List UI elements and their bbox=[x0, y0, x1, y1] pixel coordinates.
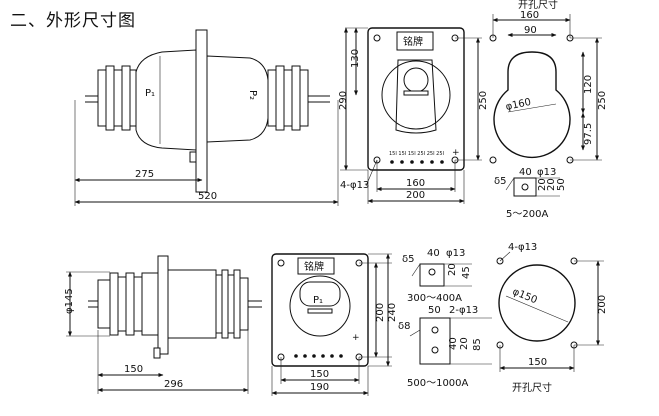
upper-terminal-dim-40: 40 bbox=[519, 167, 532, 178]
lower-term2-dim-20: 20 bbox=[459, 337, 470, 350]
upper-terminal: δ5 40 φ13 20 20 50 5～200A bbox=[494, 167, 567, 220]
upper-cutout-label: 开孔尺寸 bbox=[518, 0, 558, 11]
upper-side-dim-275: 275 bbox=[135, 169, 154, 180]
upper-front-dim-130: 130 bbox=[350, 49, 361, 68]
upper-side-dim-520: 520 bbox=[198, 191, 217, 202]
lower-cutout-dia: φ150 bbox=[511, 286, 539, 306]
upper-cutout-dia: φ160 bbox=[505, 97, 532, 113]
upper-terminal-dim-20b: 20 bbox=[546, 178, 557, 191]
upper-cutout: 开孔尺寸 φ160 160 90 120 250 97.5 bbox=[489, 0, 608, 164]
lower-side-view: φ145 150 296 bbox=[64, 255, 262, 394]
lower-terminal-2: δ8 50 2-φ13 40 20 85 500～1000A bbox=[398, 305, 492, 389]
upper-front-dim-250: 250 bbox=[478, 91, 489, 110]
lower-side-dim-150: 150 bbox=[124, 364, 143, 375]
upper-front-dim-160: 160 bbox=[406, 178, 425, 189]
lower-front-p1: P₁ bbox=[313, 295, 323, 306]
lower-term2-dim-40: 40 bbox=[448, 337, 459, 350]
lower-cutout: 4-φ13 φ150 200 150 开孔尺寸 bbox=[496, 242, 608, 394]
lower-term2-dim-85: 85 bbox=[472, 338, 483, 351]
lower-term1-dim-20: 20 bbox=[447, 263, 458, 276]
lower-term2-d: δ8 bbox=[398, 321, 410, 332]
upper-side-p1: P₁ bbox=[145, 88, 155, 99]
upper-side-view: P₁ P₂ 275 520 bbox=[74, 29, 339, 206]
upper-terminal-d: δ5 bbox=[494, 176, 506, 187]
lower-cutout-hole: 4-φ13 bbox=[508, 242, 537, 253]
lower-side-dia: φ145 bbox=[64, 288, 75, 314]
lower-term2-range: 500～1000A bbox=[407, 378, 469, 389]
page-title: 二、外形尺寸图 bbox=[10, 11, 136, 31]
lower-term1-dim-40: 40 bbox=[427, 248, 440, 259]
upper-terminal-hole: φ13 bbox=[537, 167, 556, 178]
lower-term2-hole: 2-φ13 bbox=[449, 305, 478, 316]
upper-cutout-dim-90: 90 bbox=[524, 25, 537, 36]
upper-front-hole: 4-φ13 bbox=[340, 180, 369, 191]
upper-terminal-range: 5～200A bbox=[506, 209, 548, 220]
lower-tap-studs bbox=[294, 354, 343, 358]
lower-term1-hole: φ13 bbox=[446, 248, 465, 259]
lower-front-dim-150: 150 bbox=[310, 369, 329, 380]
lower-term2-dim-50: 50 bbox=[428, 305, 441, 316]
lower-front-nameplate: 铭牌 bbox=[304, 260, 324, 273]
upper-terminal-dim-50: 50 bbox=[556, 178, 567, 191]
lower-terminal-1: δ5 40 φ13 20 45 300～400A bbox=[402, 248, 472, 304]
lower-term1-range: 300～400A bbox=[407, 293, 462, 304]
lower-cutout-dim-200: 200 bbox=[597, 295, 608, 314]
lower-front-dim-190: 190 bbox=[310, 382, 329, 393]
lower-term1-dim-45: 45 bbox=[461, 266, 472, 279]
upper-tap-studs bbox=[390, 160, 444, 164]
upper-cutout-dim-160: 160 bbox=[520, 10, 539, 21]
upper-terminal-dim-20a: 20 bbox=[537, 178, 548, 191]
lower-front-dim-240: 240 bbox=[387, 303, 398, 322]
upper-front-nameplate: 铭牌 bbox=[403, 35, 423, 48]
upper-side-p2: P₂ bbox=[247, 90, 258, 100]
lower-term1-d: δ5 bbox=[402, 254, 414, 265]
upper-front-dim-200: 200 bbox=[406, 190, 425, 201]
upper-front-view: 铭牌 15I 15I 15I 25I 25I 25I + 130 290 250… bbox=[338, 27, 489, 204]
lower-front-dim-200: 200 bbox=[375, 303, 386, 322]
upper-front-taps: 15I 15I 15I 25I 25I 25I bbox=[389, 151, 444, 157]
upper-cutout-dim-975: 97.5 bbox=[583, 123, 594, 145]
upper-cutout-dim-120: 120 bbox=[583, 75, 594, 94]
lower-cutout-label: 开孔尺寸 bbox=[512, 381, 552, 394]
lower-cutout-dim-150: 150 bbox=[528, 357, 547, 368]
lower-front-view: 铭牌 P₁ + 200 240 150 190 bbox=[271, 253, 398, 396]
svg-text:+: + bbox=[452, 148, 460, 158]
upper-cutout-dim-250: 250 bbox=[597, 91, 608, 110]
svg-text:+: + bbox=[352, 333, 360, 343]
upper-front-dim-290: 290 bbox=[338, 91, 349, 110]
lower-side-dim-296: 296 bbox=[164, 379, 183, 390]
